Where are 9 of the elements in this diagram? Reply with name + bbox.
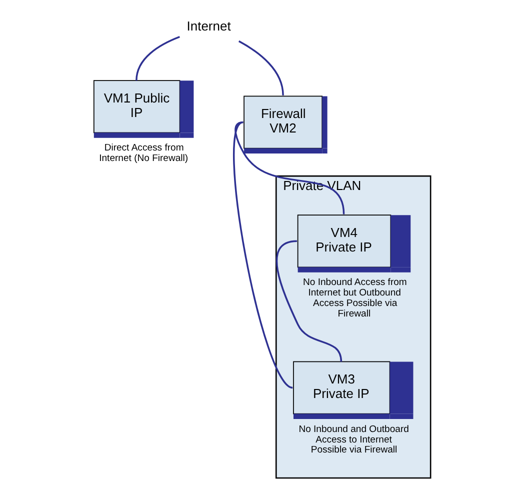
connector [232,122,293,388]
connector [275,240,342,362]
node-label: No Inbound Access from Internet but Outbound Access Possible via Firewall [302,277,406,320]
connector [234,121,344,214]
connector [135,36,180,81]
connector [238,40,284,96]
node-label: No Inbound and Outboard Access to Internet Possible via Firewall [298,424,408,456]
node-label: Direct Access from Internet (No Firewall) [98,142,188,164]
node-text: Internet [186,18,230,34]
